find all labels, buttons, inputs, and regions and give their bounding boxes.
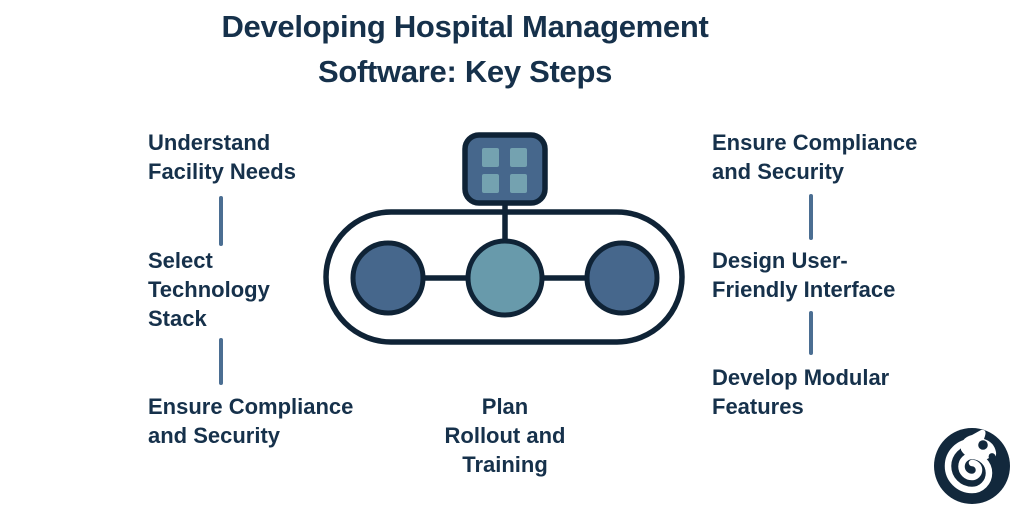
node-circle-center (465, 238, 545, 318)
page-title: Developing Hospital Management Software:… (221, 9, 709, 89)
step-ensure-compliance-security-right: Ensure Compliance and Security (712, 130, 918, 184)
step-understand-facility-needs: Understand Facility Needs (148, 130, 296, 184)
connector-line (809, 311, 813, 355)
step-plan-rollout-training: Plan Rollout and Training (444, 394, 566, 477)
step-select-technology-stack: Select Technology Stack (148, 248, 270, 331)
connector-line (809, 194, 813, 240)
step-ensure-compliance-security-left: Ensure Compliance and Security (148, 394, 354, 448)
connector-line (219, 196, 223, 246)
node-circle-right (584, 240, 660, 316)
step-design-user-friendly-interface: Design User- Friendly Interface (712, 248, 896, 302)
step-develop-modular-features: Develop Modular Features (712, 365, 890, 419)
chameleon-logo-icon (934, 428, 1010, 504)
node-circle-left (350, 240, 426, 316)
process-diagram (323, 132, 685, 345)
connector-line (219, 338, 223, 385)
app-grid-device-icon (462, 132, 548, 206)
